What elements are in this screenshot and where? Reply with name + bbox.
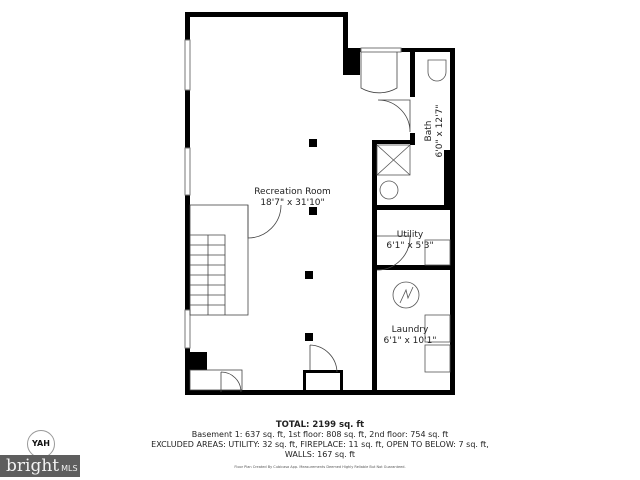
room-name: Utility: [396, 230, 424, 240]
room-dims: 6'1" x 10'1": [383, 336, 437, 346]
disclaimer: Floor Plan Created By Cubicasa App. Meas…: [234, 465, 406, 469]
room-dims: 6'0" x 12'7": [435, 104, 445, 158]
room-utility: Utility 6'1" x 5'3": [380, 230, 440, 252]
windows: [184, 39, 402, 349]
room-dims: 6'1" x 5'3": [386, 241, 434, 251]
room-recreation: Recreation Room 18'7" x 31'10": [240, 187, 345, 209]
fixtures: [376, 59, 451, 373]
area-summary: TOTAL: 2199 sq. ft Basement 1: 637 sq. f…: [0, 420, 640, 470]
doors: [189, 52, 411, 393]
brand-suffix: MLS: [61, 464, 78, 473]
excluded-areas: EXCLUDED AREAS: UTILITY: 32 sq. ft, FIRE…: [151, 440, 489, 449]
room-dims: 18'7" x 31'10": [260, 198, 325, 208]
room-name: Bath: [424, 120, 434, 142]
seal-logo: YAH: [27, 430, 55, 458]
room-bath: Bath 6'0" x 12'7": [424, 91, 446, 171]
walls-area: WALLS: 167 sq. ft: [284, 450, 356, 459]
room-name: Laundry: [391, 325, 429, 335]
brand-name: bright: [6, 456, 60, 476]
floor-areas: Basement 1: 637 sq. ft, 1st floor: 808 s…: [191, 430, 449, 439]
total-area: TOTAL: 2199 sq. ft: [275, 420, 365, 430]
columns: [305, 139, 317, 341]
room-laundry: Laundry 6'1" x 10'1": [380, 325, 440, 347]
stairs: [189, 204, 249, 316]
room-name: Recreation Room: [254, 187, 331, 197]
